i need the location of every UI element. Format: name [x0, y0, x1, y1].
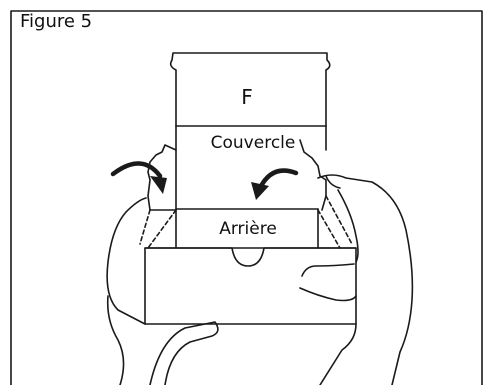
top-flap-panel: [169, 52, 331, 127]
box-tray-front: [144, 247, 357, 325]
right-hand: [299, 174, 414, 385]
right-fold-arrow: [257, 168, 299, 191]
left-hand: [106, 197, 219, 385]
back-panel-label: Arrière: [219, 219, 277, 239]
right-flap-dashes: [317, 195, 353, 249]
left-arrow-head: [150, 176, 167, 194]
lid-panel: [175, 125, 327, 210]
figure-frame: [10, 10, 483, 385]
right-side-flap: [299, 139, 327, 211]
left-flap-dashes: [139, 209, 177, 249]
figure-title: Figure 5: [20, 11, 93, 32]
left-fold-arrow: [110, 161, 163, 179]
top-panel-label: F: [241, 85, 253, 109]
lid-panel-label: Couvercle: [210, 133, 296, 153]
back-panel: [175, 208, 319, 249]
right-arrow-head: [251, 182, 269, 200]
